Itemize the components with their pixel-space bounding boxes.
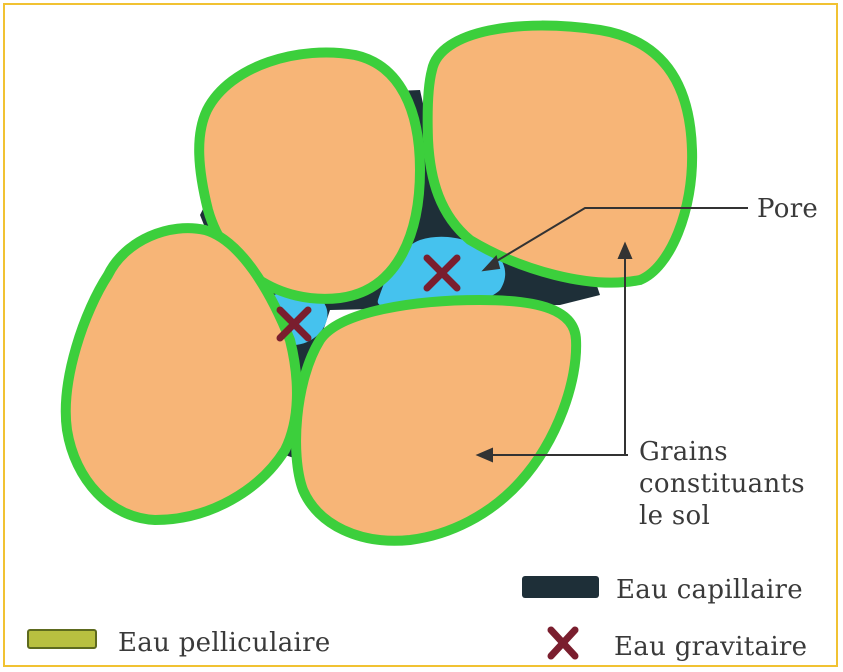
legend-pelliculaire-label: Eau pelliculaire [118, 627, 331, 659]
legend-gravitaire-icon [551, 630, 575, 656]
grains-label-line1: Grains [639, 436, 805, 468]
legend-capillaire-swatch [522, 576, 599, 598]
legend-gravitaire-label: Eau gravitaire [614, 631, 807, 663]
grain-bottom-middle [296, 300, 576, 541]
grains-label-line2: constituants [639, 468, 805, 500]
legend-pelliculaire-swatch [28, 630, 96, 648]
grains-label: Grains constituants le sol [639, 436, 805, 532]
grains-label-line3: le sol [639, 500, 805, 532]
grain-top-right [428, 26, 692, 283]
pore-label: Pore [757, 193, 818, 225]
legend-capillaire-label: Eau capillaire [616, 574, 803, 606]
